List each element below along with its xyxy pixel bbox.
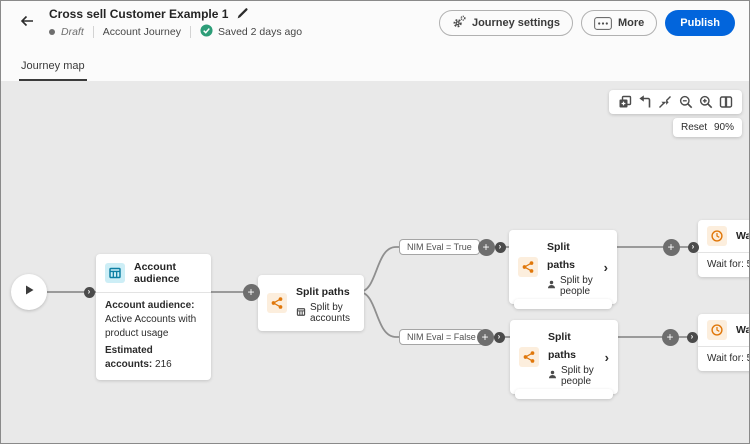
edge-entry-chevron-icon[interactable]: › [493, 331, 505, 343]
node-title: Split paths [296, 286, 350, 298]
saved-check-icon [200, 23, 213, 40]
add-node-button[interactable]: + [476, 328, 494, 346]
split-paths-icon [519, 347, 539, 367]
minimap-icon[interactable] [719, 95, 734, 110]
more-label: More [617, 17, 645, 29]
accounts-grid-icon [296, 307, 306, 320]
add-node-button[interactable]: + [242, 283, 260, 301]
edge-entry-chevron-icon[interactable]: › [686, 331, 698, 343]
audience-desc-label: Account audience: [105, 300, 195, 311]
more-dots-icon [594, 16, 612, 30]
split-paths-icon [518, 257, 538, 277]
estimated-accounts: Estimated accounts: 216 [105, 344, 202, 372]
node-title: Split paths [548, 331, 577, 361]
journey-meta: Draft Account Journey Saved 2 days ago [49, 23, 303, 40]
audience-grid-icon [105, 263, 125, 283]
add-node-button[interactable]: + [661, 328, 679, 346]
publish-button[interactable]: Publish [665, 10, 735, 36]
estimated-label: Estimated accounts: [105, 345, 153, 371]
divider [698, 252, 749, 253]
saved-status-text: Saved 2 days ago [217, 25, 303, 38]
divider [96, 292, 211, 293]
wait-duration: Wait for: 5 days [707, 259, 749, 270]
divider [92, 25, 94, 38]
gear-icon [452, 15, 466, 32]
node-subtitle: Split by people [560, 275, 593, 297]
journey-type-label: Account Journey [102, 25, 181, 38]
clock-icon [707, 226, 727, 246]
reset-zoom-button[interactable]: Reset [681, 122, 708, 133]
auto-arrange-icon[interactable] [637, 95, 652, 110]
person-icon [547, 280, 556, 292]
tab-bar: Journey map [1, 45, 749, 81]
header: Cross sell Customer Example 1 Draft Acco… [1, 1, 749, 45]
tab-journey-map[interactable]: Journey map [19, 54, 87, 81]
node-title: Wait [736, 230, 750, 242]
wait-duration: Wait for: 5 days [707, 353, 749, 364]
node-details: Account audience: Active Accounts with p… [96, 293, 211, 380]
edge-entry-chevron-icon[interactable]: › [494, 241, 506, 253]
edge-entry-chevron-icon[interactable]: › [83, 286, 95, 298]
expand-chevron-icon[interactable]: › [603, 259, 608, 275]
node-account-audience[interactable]: Account audience Account audience: Activ… [96, 254, 211, 380]
estimated-value: 216 [155, 359, 172, 371]
branch-label-true[interactable]: NIM Eval = True [399, 239, 480, 255]
add-node-button[interactable]: + [477, 238, 495, 256]
back-button[interactable] [17, 13, 37, 33]
node-title: Account audience [134, 261, 180, 285]
audience-desc-value: Active Accounts with product usage [105, 313, 197, 339]
journey-settings-button[interactable]: Journey settings [438, 10, 573, 36]
audience-description: Account audience: Active Accounts with p… [105, 299, 202, 340]
person-icon [548, 370, 557, 382]
journey-start-node [11, 274, 47, 310]
divider [698, 346, 749, 347]
zoom-in-icon[interactable] [699, 95, 714, 110]
duplicate-icon[interactable] [617, 95, 632, 110]
status-badge: Draft [61, 25, 84, 38]
edit-title-icon[interactable] [236, 7, 250, 21]
more-button[interactable]: More [580, 10, 658, 36]
expand-chevron-icon[interactable]: › [604, 349, 609, 365]
node-subtitle: Split by accounts [310, 302, 351, 324]
collapse-icon[interactable] [658, 95, 673, 110]
node-split-paths-people-true[interactable]: Split paths Split by people › [509, 230, 617, 309]
play-icon [23, 283, 35, 301]
node-subtitle: Split by people [561, 365, 594, 387]
node-wait-true[interactable]: Wait Wait for: 5 days [698, 220, 750, 277]
node-split-paths-accounts[interactable]: Split paths Split by accounts [258, 275, 364, 331]
clock-icon [707, 320, 727, 340]
node-split-paths-people-false[interactable]: Split paths Split by people › [510, 320, 618, 399]
split-paths-icon [267, 293, 287, 313]
zoom-level-value[interactable]: 90% [713, 122, 734, 133]
node-wait-false[interactable]: Wait Wait for: 5 days [698, 314, 750, 371]
zoom-controls: Reset 90% [673, 118, 742, 137]
node-title: Wait [736, 324, 750, 336]
journey-settings-label: Journey settings [471, 17, 560, 29]
add-node-button[interactable]: + [662, 238, 680, 256]
status-dot-icon [49, 28, 55, 35]
arrow-left-icon [19, 13, 35, 34]
header-title-block: Cross sell Customer Example 1 Draft Acco… [49, 7, 302, 40]
page-title: Cross sell Customer Example 1 [49, 6, 229, 21]
canvas-toolbar [609, 90, 742, 114]
divider [189, 25, 191, 38]
header-actions: Journey settings More Publish [438, 10, 735, 36]
node-title: Split paths [547, 241, 576, 271]
edge-entry-chevron-icon[interactable]: › [687, 241, 699, 253]
journey-canvas[interactable]: Reset 90% Account audience Account audie… [1, 81, 750, 443]
branch-label-false[interactable]: NIM Eval = False [399, 329, 484, 345]
zoom-out-icon[interactable] [678, 95, 693, 110]
